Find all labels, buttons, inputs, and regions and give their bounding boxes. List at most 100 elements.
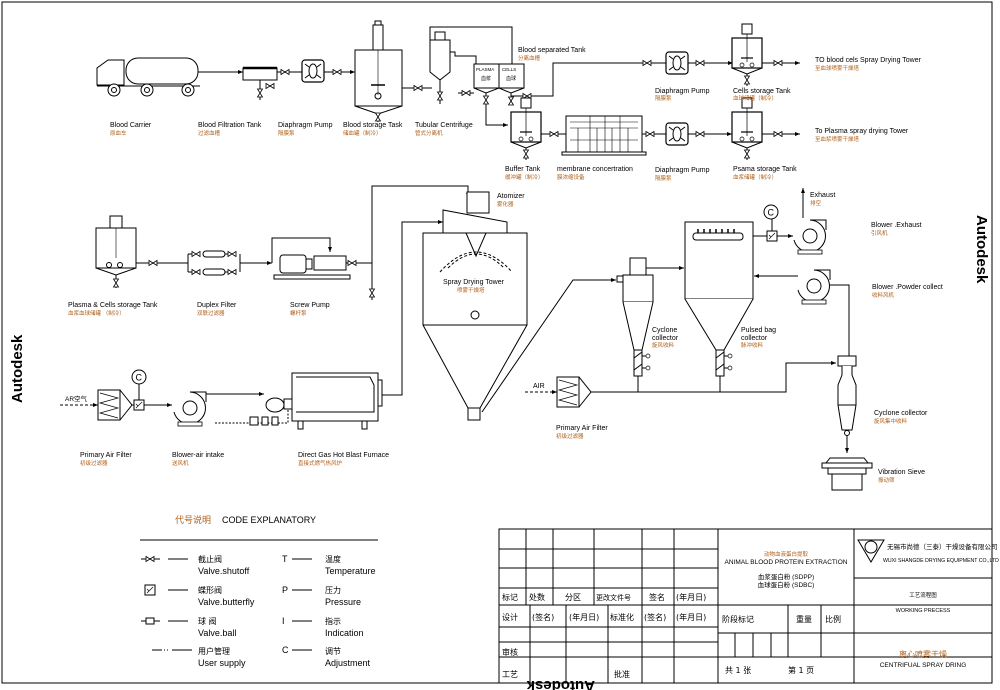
label-blower-powder-zh: 收料风机 xyxy=(872,291,895,299)
butterfly-valve-exhaust-icon[interactable] xyxy=(766,230,778,242)
ball-valve-legend-icon xyxy=(145,617,155,625)
duplex-filter xyxy=(187,250,241,276)
membrane-concentration-unit xyxy=(561,115,647,156)
label-bag-collector-line1: Pulsed bag xyxy=(741,327,776,334)
watermark-right: Autodesk xyxy=(973,215,990,284)
tb-name-en: CENTRIFUAL SPRAY DRING xyxy=(880,662,967,669)
tb-sheet-no: 第 1 页 xyxy=(788,665,814,675)
cells-storage-tank xyxy=(731,23,763,75)
label-plasma-cells-tank: Plasma & Cells storage Tank xyxy=(68,302,158,309)
legend-item-zh: 球 阀 xyxy=(198,616,217,626)
control-indicator-icon xyxy=(131,369,147,385)
label-tubular-centrifuge-zh: 管式分离机 xyxy=(415,129,443,137)
blower-exhaust xyxy=(793,219,827,255)
blood-separated-tank: PLASMA CELLS 血浆 血球 xyxy=(473,63,525,94)
legend-code: P xyxy=(282,585,288,595)
plasma-cells-storage-tank xyxy=(95,215,137,288)
tb-cell: 标准化 xyxy=(610,612,634,622)
vibration-sieve xyxy=(821,457,873,491)
shutoff-valve-icon[interactable] xyxy=(280,69,290,75)
label-cyclone-1-line2: collector xyxy=(652,335,679,342)
label-furnace-zh: 直接式燃气热风炉 xyxy=(298,459,343,467)
label-blood-storage-tank-zh: 储血罐（制冷） xyxy=(343,129,382,137)
tb-review: 审核 xyxy=(502,647,518,657)
tb-cell: (年月日) xyxy=(569,612,599,622)
tb-scale: 比例 xyxy=(825,614,841,624)
tb-cell: 处数 xyxy=(529,592,545,602)
legend-code: I xyxy=(282,616,285,626)
tb-company-en: WUXI SHANGDE DRYING EQUIPMENT CO.,LTD xyxy=(883,558,999,564)
diaphragm-pump-2 xyxy=(665,51,689,75)
label-cyclone-1-line1: Cyclone xyxy=(652,327,677,334)
label-filtration-tank-zh: 过滤血槽 xyxy=(198,129,221,137)
control-symbol: C xyxy=(136,373,143,383)
plasma-compartment-label: PLASMA xyxy=(476,67,494,72)
label-primary-filter-left-zh: 初级过滤器 xyxy=(80,459,108,467)
label-exhaust: Exhaust xyxy=(810,192,835,199)
tb-drawing-en: WORKING PRECESS xyxy=(896,608,951,614)
label-buffer-tank: Buffer Tank xyxy=(505,166,541,173)
tb-product-1: 血浆蛋白粉 (SDPP) xyxy=(758,572,814,581)
label-atomizer-zh: 雾化器 xyxy=(497,200,514,208)
tb-approve: 批准 xyxy=(614,669,630,679)
legend-item-en: Valve.ball xyxy=(198,628,236,638)
tb-product-2: 血球蛋白粉 (SDBC) xyxy=(758,580,815,589)
tb-company-zh: 无锡市尚德（三泰）干燥设备有限公司 xyxy=(887,542,998,551)
label-duplex-filter: Duplex Filter xyxy=(197,302,237,309)
legend-code-en: Indication xyxy=(325,628,364,638)
tb-project-en: ANIMAL BLOOD PROTEIN EXTRACTION xyxy=(725,559,848,566)
watermark-left: Autodesk xyxy=(9,334,26,403)
label-diaphragm-pump-1: Diaphragm Pump xyxy=(278,122,333,129)
label-membrane: membrane concertration xyxy=(557,166,633,173)
label-duplex-filter-zh: 双联过滤器 xyxy=(197,309,225,317)
legend-code-en: Temperature xyxy=(325,566,376,576)
label-vibration-sieve: Vibration Sieve xyxy=(878,469,925,476)
control-symbol-exhaust: C xyxy=(768,208,775,218)
legend-title-en: CODE EXPLANATORY xyxy=(222,515,316,525)
label-diaphragm-pump-3-zh: 隔膜泵 xyxy=(655,174,672,182)
label-blood-carrier-zh: 原血车 xyxy=(110,129,127,137)
butterfly-valve-icon[interactable] xyxy=(133,399,145,411)
tb-name-zh: 离心喷雾干燥 xyxy=(899,649,947,659)
label-diaphragm-pump-3: Diaphragm Pump xyxy=(655,167,710,174)
label-screw-pump-zh: 螺杆泵 xyxy=(290,309,307,317)
tb-weight: 重量 xyxy=(796,614,812,624)
label-bag-collector-line2: collector xyxy=(741,335,768,342)
label-filtration-tank: Blood Filtration Tank xyxy=(198,122,262,129)
buffer-tank xyxy=(510,97,542,149)
tb-cell: (签名) xyxy=(644,612,666,622)
label-to-cells-tower: TO blood cels Spray Drying Tower xyxy=(815,57,922,64)
screw-pump xyxy=(271,237,351,280)
label-to-cells-tower-zh: 至血球喷雾干燥塔 xyxy=(815,64,860,72)
legend-code-zh: 指示 xyxy=(325,616,341,626)
legend-item-zh: 截止阀 xyxy=(198,554,222,564)
butterfly-valve-legend-icon xyxy=(144,584,156,596)
label-blood-storage-tank: Blood storage Task xyxy=(343,122,403,129)
label-primary-filter-right: Primary Air Filter xyxy=(556,425,608,432)
blood-storage-tank xyxy=(354,20,403,122)
label-cyclone-2: Cyclone collector xyxy=(874,410,928,417)
label-to-plasma-tower: To Plasma spray drying Tower xyxy=(815,128,909,135)
tb-cell: (年月日) xyxy=(676,612,706,622)
diaphragm-pump-1 xyxy=(301,59,325,83)
label-membrane-zh: 膜浓缩设备 xyxy=(557,173,585,181)
legend-code: T xyxy=(282,554,288,564)
tb-project-zh: 动物血液蛋白提取 xyxy=(764,550,809,558)
label-blood-carrier: Blood Carrier xyxy=(110,122,152,129)
blood-filtration-tank xyxy=(242,66,278,100)
label-blood-separated-tank: Blood separated Tank xyxy=(518,47,586,54)
hot-blast-furnace xyxy=(215,372,383,430)
legend-code-zh: 温度 xyxy=(325,554,341,564)
legend-code-zh: 调节 xyxy=(325,647,341,656)
tb-stage-mark: 阶段标记 xyxy=(722,614,754,624)
legend-item-en: Valve.shutoff xyxy=(198,566,250,576)
primary-air-filter-left xyxy=(97,389,133,421)
label-exhaust-zh: 排空 xyxy=(810,199,822,207)
label-air-left: AR空气 xyxy=(65,394,88,403)
label-vibration-sieve-zh: 振动筛 xyxy=(878,476,895,484)
legend-code: C xyxy=(282,645,289,655)
control-indicator-exhaust-icon xyxy=(763,204,779,220)
label-tubular-centrifuge: Tubular Centrifuge xyxy=(415,122,473,129)
label-spray-tower-zh: 喷雾干燥塔 xyxy=(457,286,485,294)
